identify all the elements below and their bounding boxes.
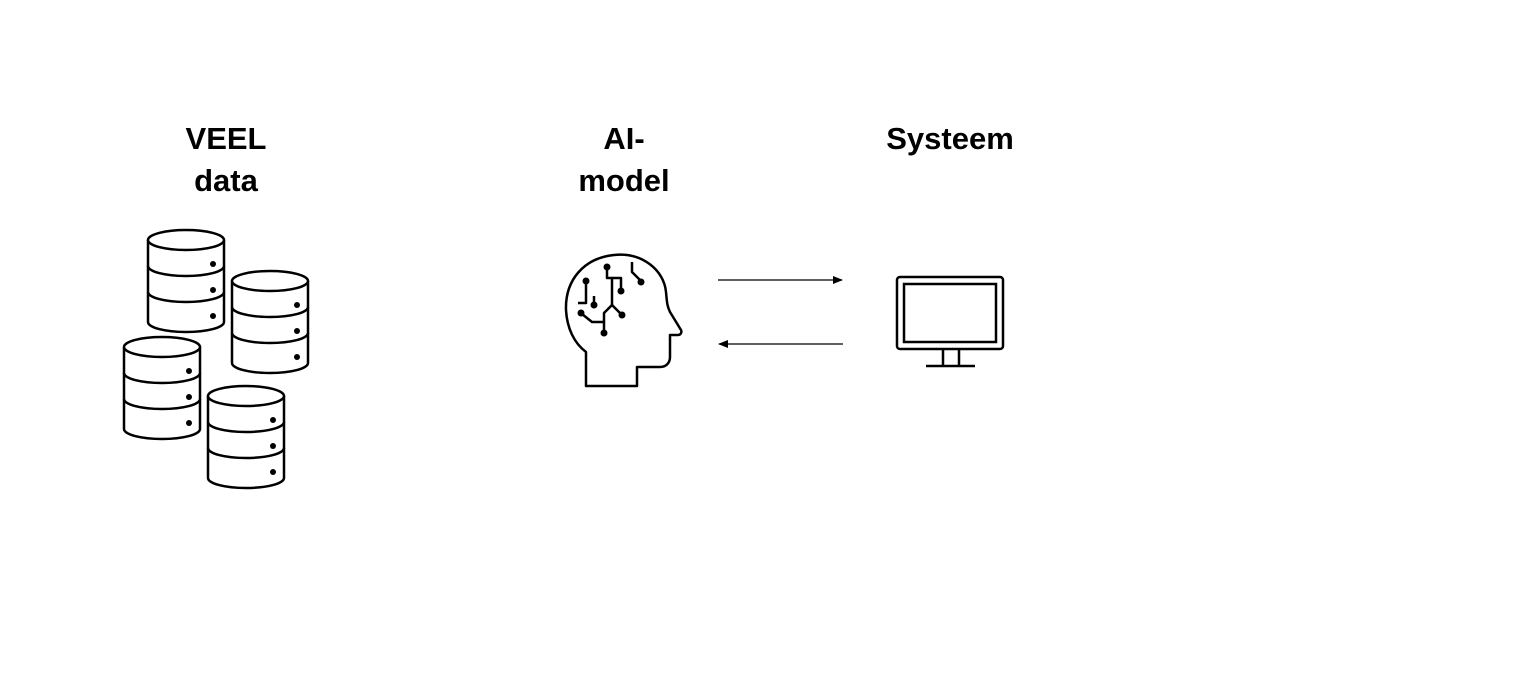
computer-monitor-icon: [895, 275, 1005, 368]
ai-model-label-line2: model: [578, 163, 670, 198]
database-cylinder-3-icon: [122, 335, 202, 441]
data-source-label: VEEL data: [156, 118, 296, 202]
data-source-label-line1: VEEL: [185, 121, 267, 156]
ai-model-label-line1: AI-: [603, 121, 645, 156]
ai-model-label: AI- model: [554, 118, 694, 202]
database-stack-icon: [122, 228, 310, 490]
ai-brain-head-icon: [564, 253, 683, 388]
database-cylinder-4-icon: [206, 384, 286, 490]
database-cylinder-2-icon: [230, 269, 310, 375]
data-source-label-line2: data: [194, 163, 258, 198]
system-label-text: Systeem: [886, 121, 1014, 156]
database-cylinder-1-icon: [146, 228, 226, 334]
system-label: Systeem: [870, 118, 1030, 160]
